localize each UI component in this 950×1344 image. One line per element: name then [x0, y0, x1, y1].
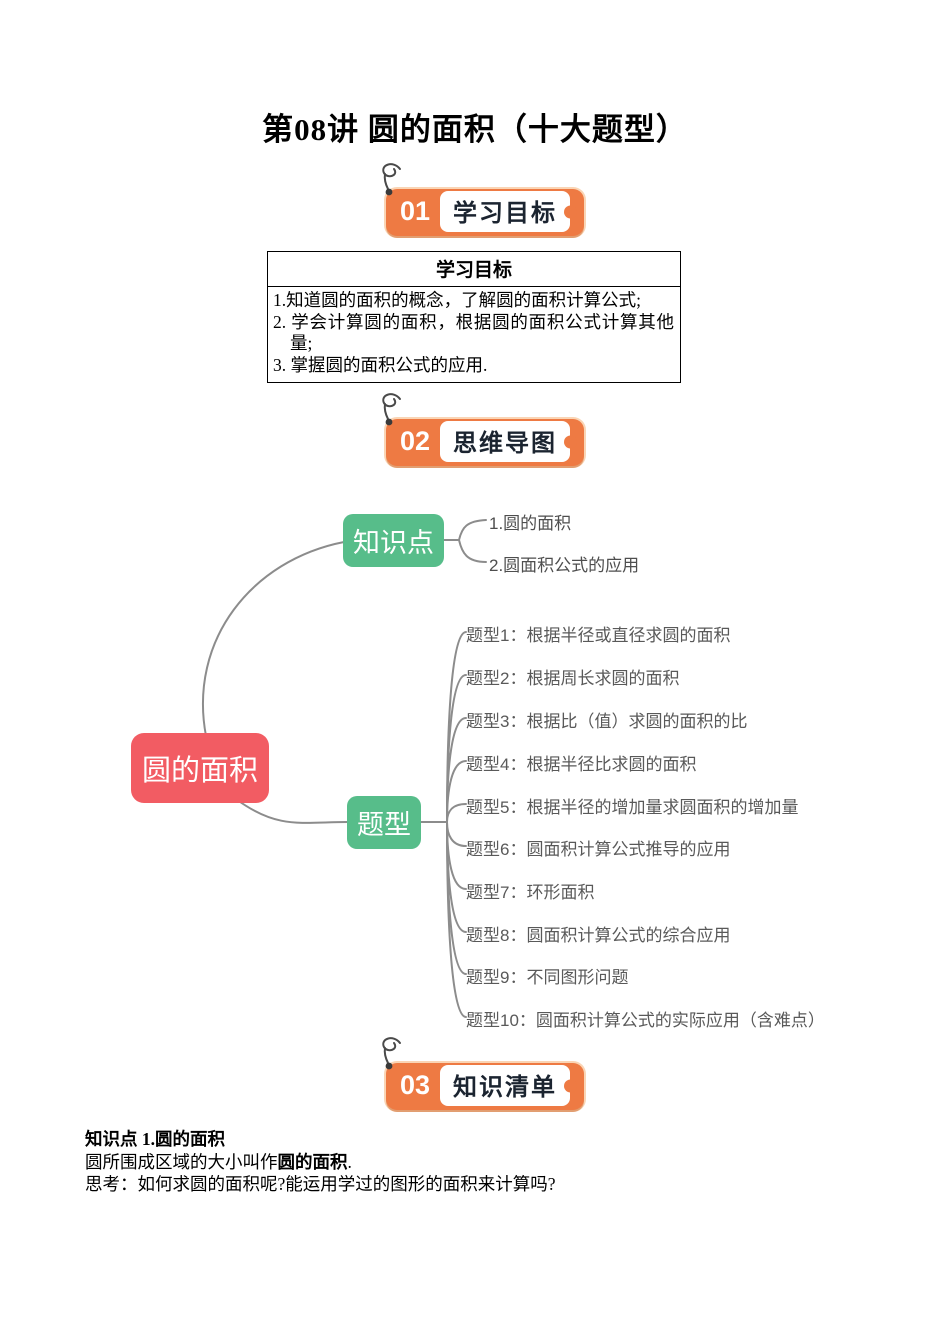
page-title: 第08讲 圆的面积（十大题型） — [262, 112, 688, 147]
section-badge-knowledge-list: 03 知识清单 — [382, 1037, 585, 1110]
objectives-table-body: 1.知道圆的面积的概念，了解圆的面积计算公式; 2. 学会计算圆的面积，根据圆的… — [268, 287, 680, 382]
mindmap-type-item: 题型4：根据半径比求圆的面积 — [466, 755, 697, 774]
badge-number: 02 — [400, 426, 431, 456]
objective-line: 1.知道圆的面积的概念，了解圆的面积计算公式; — [273, 290, 641, 310]
mindmap-type-item: 题型2：根据周长求圆的面积 — [466, 669, 680, 688]
knowledge-point-heading: 知识点 1.圆的面积 — [85, 1129, 225, 1149]
badge-label: 学习目标 — [440, 191, 571, 232]
objectives-table-header: 学习目标 — [268, 252, 680, 287]
section-badge-mindmap: 02 思维导图 — [382, 393, 585, 466]
mindmap-types-node: 题型 — [347, 796, 421, 849]
mindmap-type-item: 题型10：圆面积计算公式的实际应用（含难点） — [466, 1011, 825, 1030]
knowledge-section: 知识点 1.圆的面积 圆所围成区域的大小叫作圆的面积. 思考：如何求圆的面积呢?… — [85, 1128, 915, 1196]
badge-number: 01 — [400, 196, 431, 226]
mindmap-knowledge-node: 知识点 — [343, 514, 444, 567]
mindmap-knowledge-child: 1.圆的面积 — [489, 514, 572, 533]
mindmap-type-item: 题型6：圆面积计算公式推导的应用 — [466, 840, 731, 859]
badge-label: 思维导图 — [440, 421, 571, 462]
mindmap-type-item: 题型1：根据半径或直径求圆的面积 — [466, 626, 731, 645]
objective-line: 3. 掌握圆的面积公式的应用. — [273, 354, 488, 375]
section-badge-learning-goals: 01 学习目标 — [382, 163, 585, 236]
mindmap-type-item: 题型8：圆面积计算公式的综合应用 — [466, 926, 731, 945]
mindmap-type-item: 题型9：不同图形问题 — [466, 968, 629, 987]
mindmap-type-item: 题型5：根据半径的增加量求圆面积的增加量 — [466, 798, 799, 817]
mindmap-type-item: 题型3：根据比（值）求圆的面积的比 — [466, 712, 748, 731]
badge-number: 03 — [400, 1070, 431, 1100]
mindmap-root-node: 圆的面积 — [131, 733, 269, 803]
definition-prefix: 圆所围成区域的大小叫作 — [85, 1151, 278, 1172]
pin-icon — [382, 393, 401, 426]
knowledge-definition-line: 圆所围成区域的大小叫作圆的面积. — [85, 1151, 915, 1174]
definition-suffix: . — [347, 1151, 352, 1172]
pin-icon — [382, 1037, 401, 1070]
pin-icon — [382, 163, 401, 196]
knowledge-think-line: 思考：如何求圆的面积呢?能运用学过的图形的面积来计算吗? — [85, 1174, 556, 1194]
mindmap-type-item: 题型7：环形面积 — [466, 883, 595, 902]
objective-line: 2. 学会计算圆的面积，根据圆的面积公式计算其他量; — [273, 311, 674, 354]
objectives-table: 学习目标 1.知道圆的面积的概念，了解圆的面积计算公式; 2. 学会计算圆的面积… — [267, 251, 681, 383]
mindmap-knowledge-child: 2.圆面积公式的应用 — [489, 556, 640, 575]
definition-term: 圆的面积 — [277, 1151, 348, 1172]
badge-label: 知识清单 — [440, 1065, 571, 1106]
